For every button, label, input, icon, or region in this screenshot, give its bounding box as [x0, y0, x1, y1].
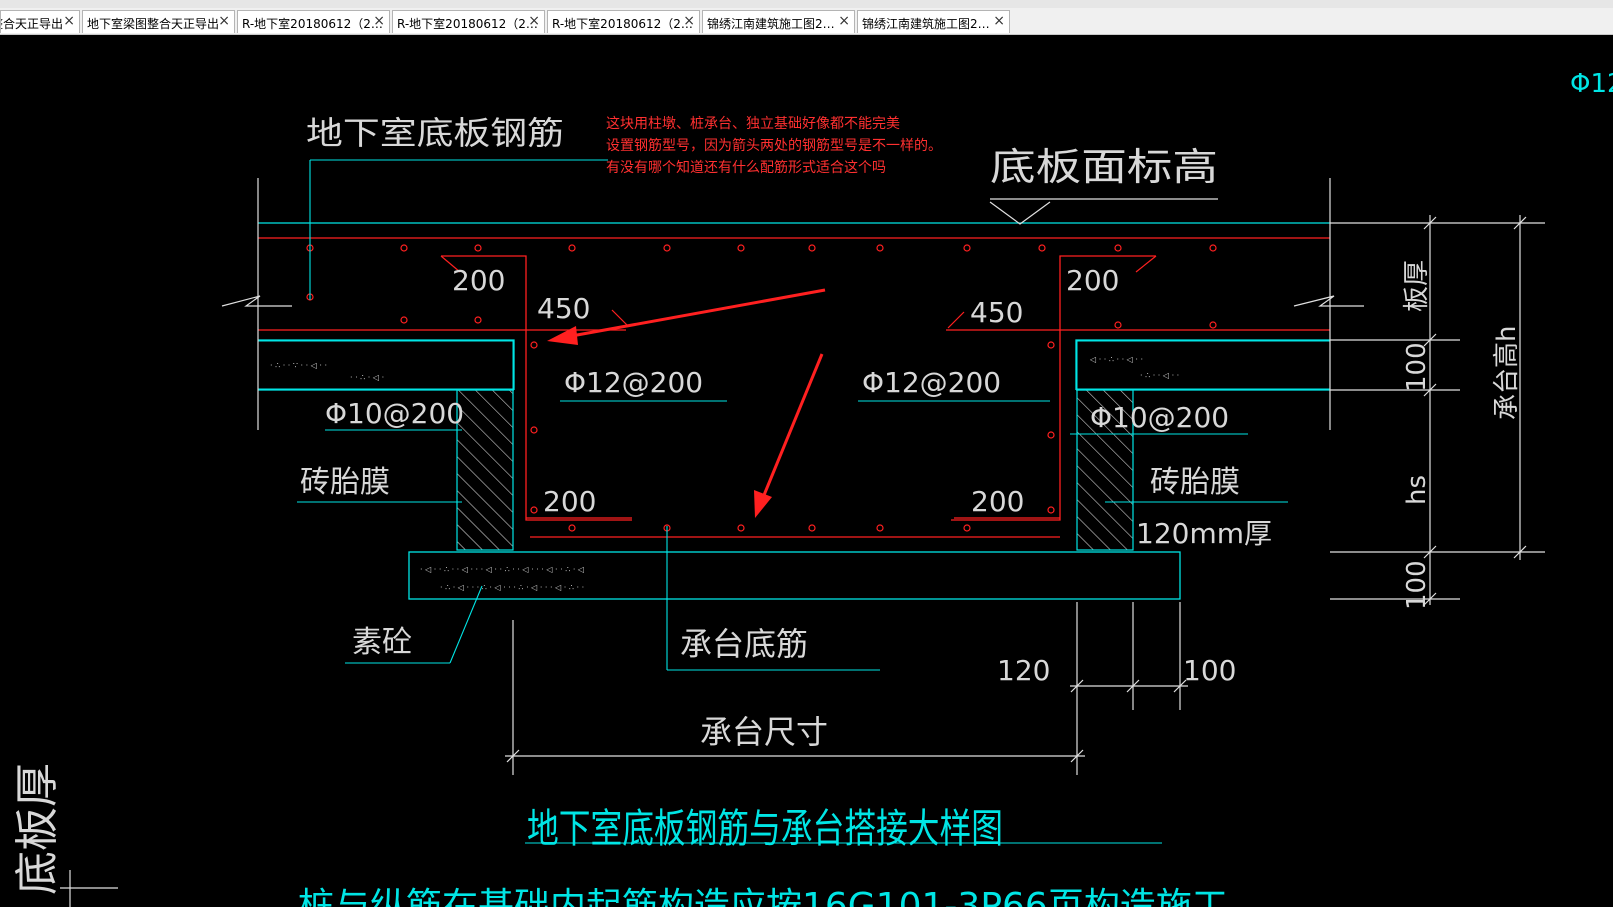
cap-size-label: 承台尺寸	[700, 713, 828, 751]
rebar-phi12-right: Φ12@200	[862, 366, 1001, 399]
cap-height-vertical: 承台高h	[1492, 326, 1522, 420]
tab-0[interactable]: 整合天正导出 ×	[0, 10, 80, 33]
tab-4[interactable]: R-地下室20180612（2… ×	[547, 10, 700, 33]
brick-label-right: 砖胎膜	[1150, 465, 1240, 500]
brick-thickness: 120mm厚	[1136, 517, 1272, 550]
dim-100-vertical-a: 100	[1402, 342, 1432, 392]
close-icon[interactable]: ×	[218, 13, 230, 29]
tab-label: 锦绣江南建筑施工图2…	[862, 17, 990, 31]
note-line-2: 设置钢筋型号，因为箭头两处的钢筋型号是不一样的。	[606, 137, 942, 154]
dim-120: 120	[997, 654, 1050, 687]
slab-outline	[258, 222, 1330, 391]
svg-text:· ∴ · · ∵ · · ◁ · ·: · ∴ · · ∵ · · ◁ · ·	[270, 361, 327, 370]
drawing-title: 地下室底板钢筋与承台搭接大样图	[527, 806, 1003, 852]
tab-6[interactable]: 锦绣江南建筑施工图2… ×	[857, 10, 1010, 33]
svg-text:◁ · · ∴ · · ◁ · ·: ◁ · · ∴ · · ◁ · ·	[1089, 355, 1143, 364]
svg-text:· ◁ · · ∴ · · ◁ · · ·: · ◁ · · ∴ · · ◁ · · · ◁ · · ∴ · · ◁ · · …	[420, 565, 584, 574]
close-icon[interactable]: ×	[373, 13, 385, 29]
svg-text:· · ∴ · ◁ ·: · · ∴ · ◁ ·	[350, 373, 384, 382]
plain-concrete-base: · ◁ · · ∴ · · ◁ · · · ◁ · · ∴ · · ◁ · · …	[408, 551, 1181, 600]
note-line-1: 这块用柱墩、桩承台、独立基础好像都不能完美	[606, 115, 900, 132]
dim-200-bottom-left: 200	[543, 485, 596, 518]
tab-5[interactable]: 锦绣江南建筑施工图2… ×	[702, 10, 855, 33]
note-line-3: 有没有哪个知道还有什么配筋形式适合这个吗	[606, 159, 886, 176]
rebar-phi12-left: Φ12@200	[564, 366, 703, 399]
close-icon[interactable]: ×	[993, 13, 1005, 29]
slab-rebar-label: 地下室底板钢筋	[306, 114, 564, 152]
red-arrows	[547, 288, 826, 518]
elevation-label: 底板面标高	[990, 145, 1218, 189]
cap-bottom-rebar-label: 承台底筋	[680, 625, 808, 663]
tab-label: R-地下室20180612（2…	[242, 17, 383, 31]
dim-450-left: 450	[537, 292, 590, 325]
svg-text:· ∴ · ◁ · · · ∴ · ◁ ·: · ∴ · ◁ · · · ∴ · ◁ · · · ∴ · ◁ · · · ◁ …	[440, 583, 584, 592]
cad-drawing-canvas[interactable]: · ∴ · · ∵ · · ◁ · · · · ∴ · ◁ · ◁ · · ∴ …	[0, 34, 1613, 907]
dim-200-bottom-right: 200	[971, 485, 1024, 518]
dim-450-right: 450	[970, 296, 1023, 329]
tab-label: R-地下室20180612（2…	[397, 17, 538, 31]
tab-1[interactable]: 地下室梁图整合天正导出 ×	[82, 10, 235, 33]
slab-thickness-vertical: 板厚	[1402, 260, 1432, 312]
brick-formwork	[456, 389, 1134, 551]
dim-200-top-right: 200	[1066, 264, 1119, 297]
svg-text:· ∴ · · ◁ · ·: · ∴ · · ◁ · ·	[1140, 371, 1179, 380]
left-vertical-label: 底板厚	[12, 763, 63, 895]
tab-bar-top-strip	[0, 0, 1613, 8]
rebar-dots	[306, 244, 1217, 532]
bottom-partial-note: 桩与纵筋在基础内起筋构造应按16G101-3P66页构造施工	[298, 886, 1228, 907]
leader-lines	[297, 159, 1288, 844]
dim-200-top-left: 200	[452, 264, 505, 297]
close-icon[interactable]: ×	[528, 13, 540, 29]
dim-100-vertical-b: 100	[1402, 560, 1432, 610]
tab-label: R-地下室20180612（2…	[552, 17, 693, 31]
dim-100: 100	[1183, 654, 1236, 687]
tab-label: 地下室梁图整合天正导出	[87, 17, 220, 31]
close-icon[interactable]: ×	[683, 13, 695, 29]
brick-label-left: 砖胎膜	[300, 465, 390, 500]
rebar-phi10-left: Φ10@200	[325, 397, 464, 430]
plain-concrete-label: 素砼	[352, 625, 412, 660]
tab-2[interactable]: R-地下室20180612（2… ×	[237, 10, 390, 33]
document-tab-bar: 整合天正导出 × 地下室梁图整合天正导出 × R-地下室20180612（2… …	[0, 0, 1613, 35]
close-icon[interactable]: ×	[838, 13, 850, 29]
break-lines	[60, 178, 1545, 907]
cushion-layer: · ∴ · · ∵ · · ◁ · · · · ∴ · ◁ · ◁ · · ∴ …	[257, 340, 1331, 390]
drawing-texts: 地下室底板钢筋 这块用柱墩、桩承台、独立基础好像都不能完美 设置钢筋型号，因为箭…	[12, 69, 1613, 907]
tab-3[interactable]: R-地下室20180612（2… ×	[392, 10, 545, 33]
tab-label: 整合天正导出	[1, 17, 64, 31]
close-icon[interactable]: ×	[63, 13, 75, 29]
rebar-phi10-right: Φ10@200	[1090, 401, 1229, 434]
hs-vertical: hs	[1402, 475, 1432, 505]
tab-label: 锦绣江南建筑施工图2…	[707, 17, 835, 31]
top-right-symbol: Φ12	[1570, 69, 1613, 99]
rebar-lines	[258, 237, 1330, 538]
